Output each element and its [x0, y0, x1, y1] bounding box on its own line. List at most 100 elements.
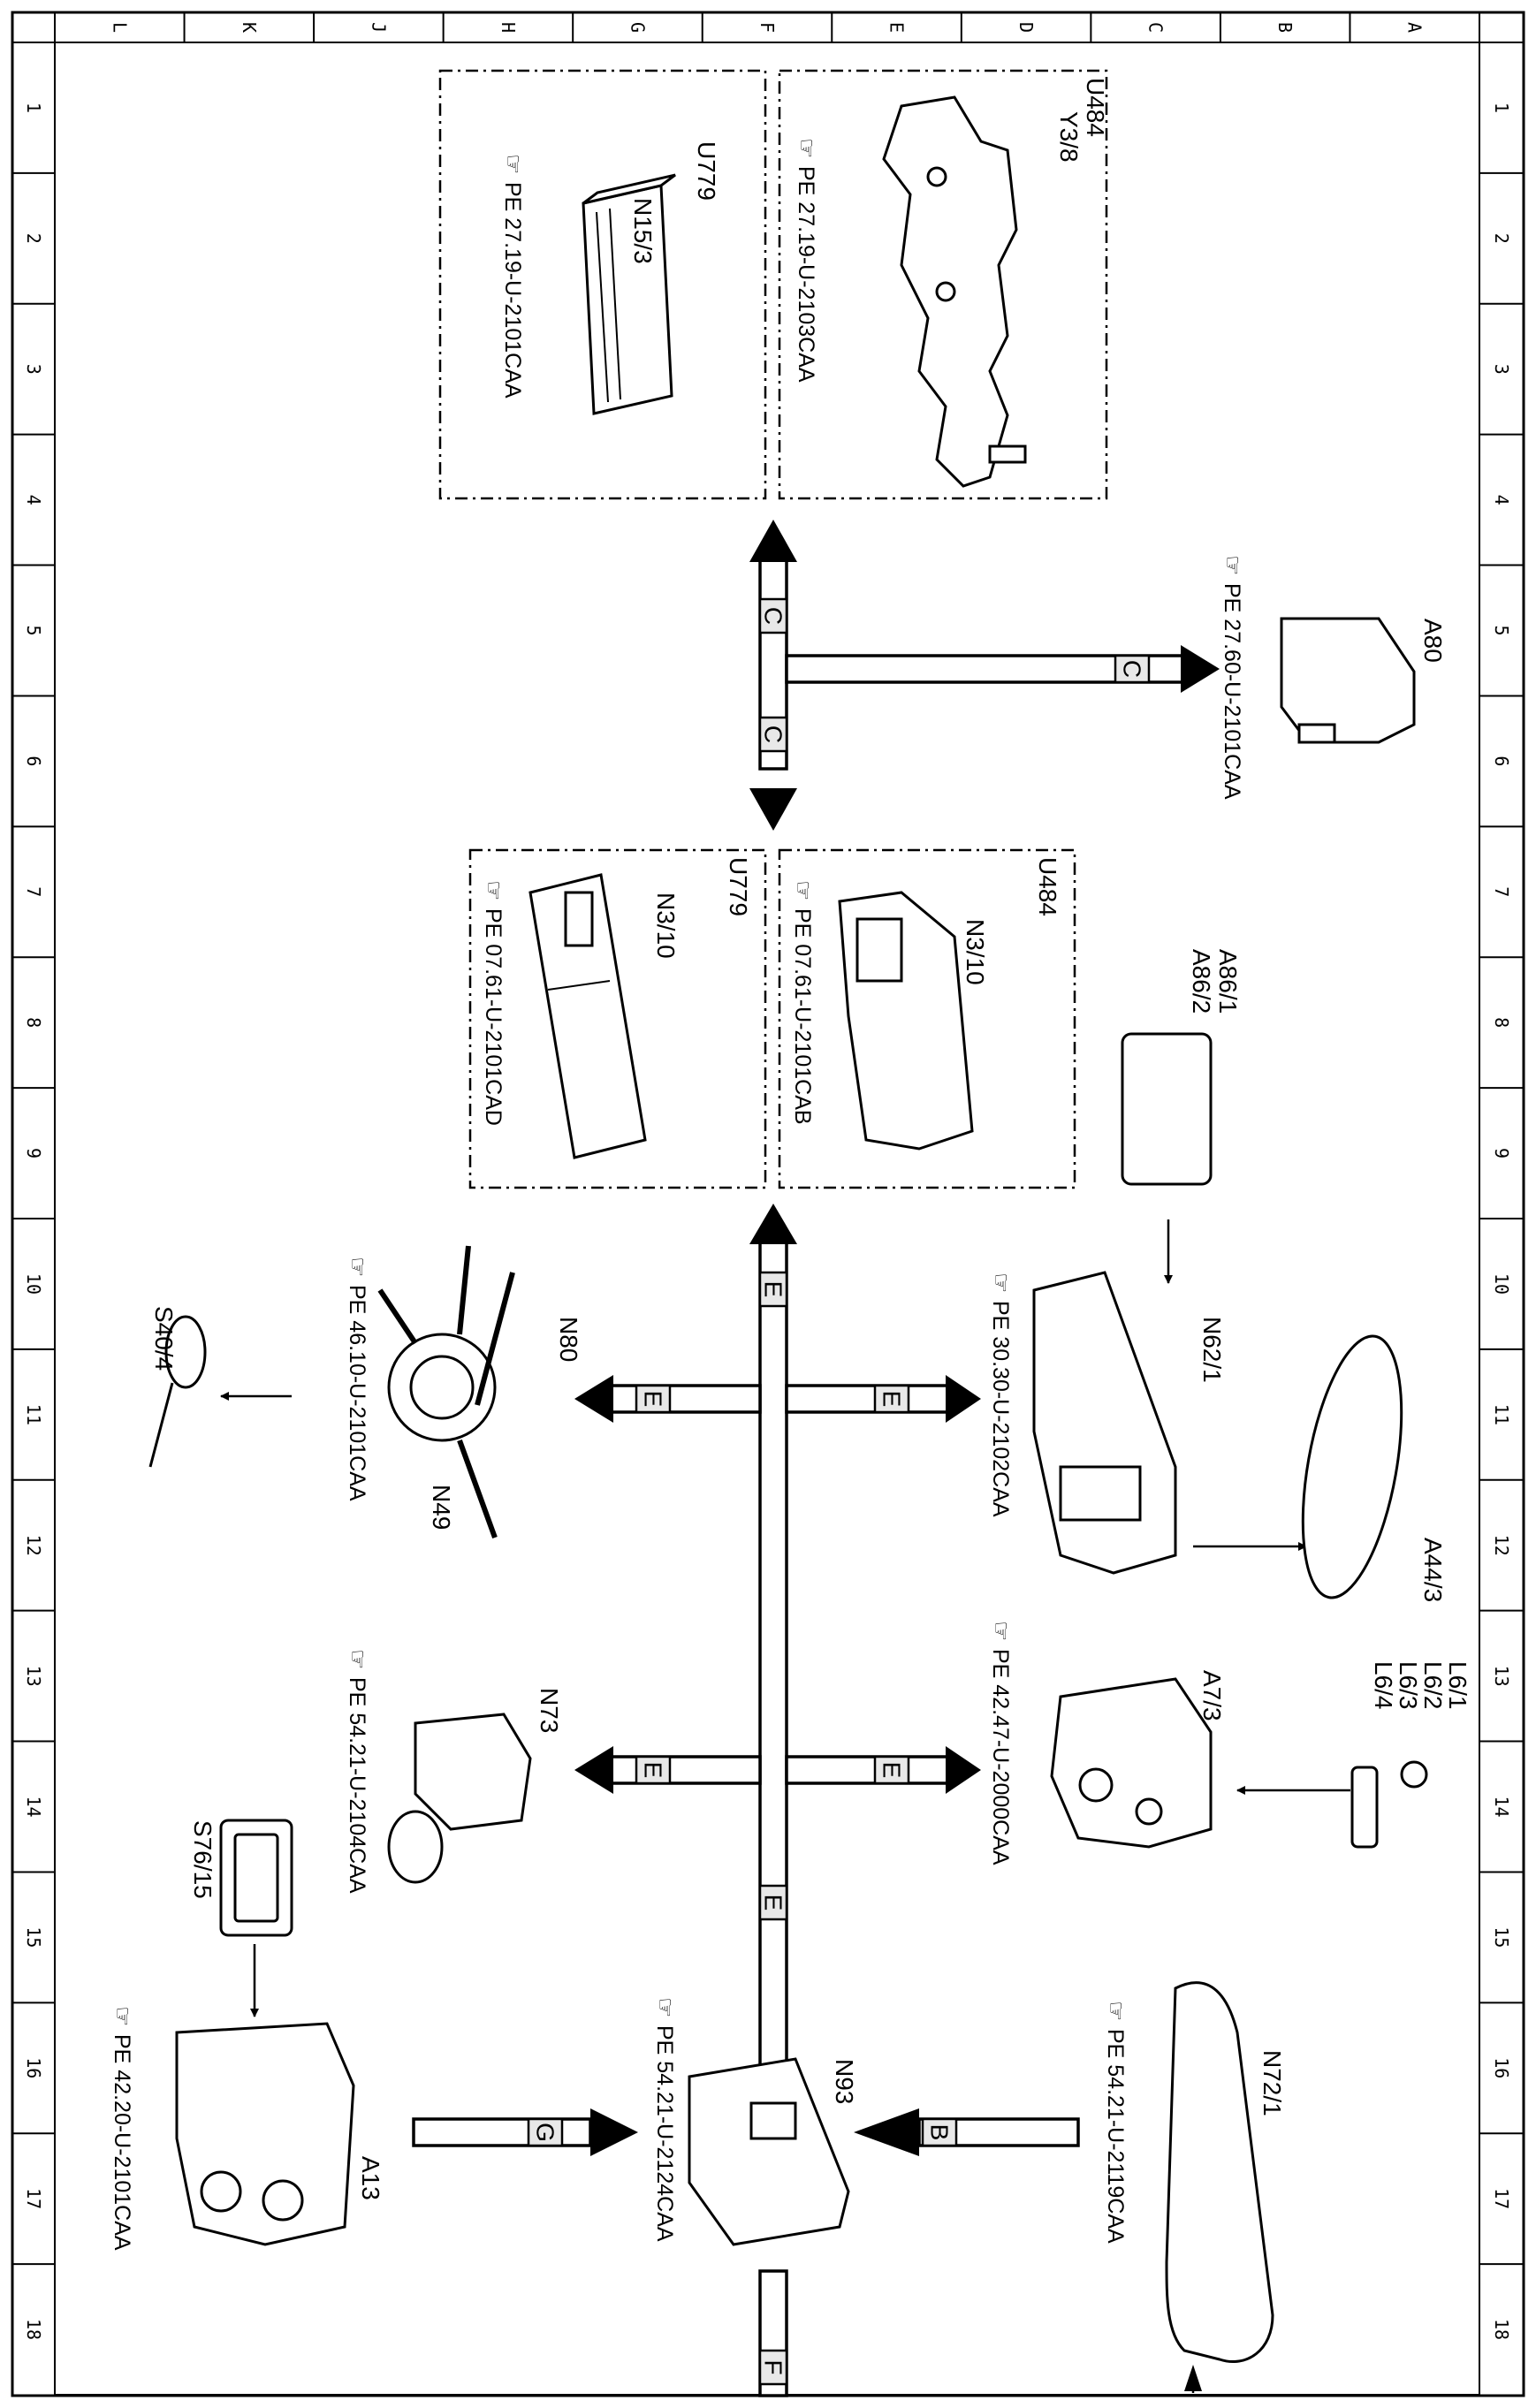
pointer-icon: ☞ — [652, 1997, 679, 2017]
grid-row-label: 6 — [23, 756, 44, 766]
a80-actuator-icon — [1280, 617, 1416, 744]
grid-row-label: 7 — [1491, 886, 1512, 897]
group-frame-u484-top — [778, 69, 1108, 500]
grid-row-label: 8 — [23, 1017, 44, 1028]
grid-row-label: 12 — [23, 1535, 44, 1556]
arrow-e-right-1 — [946, 1375, 981, 1423]
grid-column-label: L — [109, 22, 130, 33]
grid-row-label: 14 — [1491, 1796, 1512, 1817]
svg-text:☞: ☞ — [794, 138, 820, 158]
tag-f: F — [758, 2349, 788, 2386]
grid-row-label: 1 — [23, 103, 44, 113]
grid-row-label: 18 — [1491, 2319, 1512, 2340]
pointer-icon: ☞ — [794, 138, 820, 158]
tag-e-vertical-top: E — [758, 1271, 788, 1308]
svg-text:F: F — [760, 2359, 787, 2374]
arrow-c-down — [749, 788, 797, 831]
grid-row-label: 11 — [23, 1404, 44, 1425]
label-a86-1: A86/1 — [1214, 949, 1242, 1014]
group-label-u779-top: U779 — [693, 141, 720, 201]
ref-a7-3: PE 42.47-U-2000CAA — [988, 1649, 1013, 1865]
a7-3-unit-icon — [1050, 1677, 1213, 1849]
label-s40-4: S40/4 — [150, 1306, 178, 1371]
grid-row-label: 14 — [23, 1796, 44, 1817]
grid-column-label: A — [1404, 22, 1426, 33]
grid-column-label: B — [1274, 22, 1296, 33]
a13-lock-icon — [175, 2022, 355, 2246]
svg-text:C: C — [1119, 660, 1146, 678]
tag-e-left-2: E — [635, 1755, 672, 1785]
group-label-u779-mid: U779 — [725, 857, 752, 916]
svg-text:☞: ☞ — [790, 880, 817, 900]
pointer-icon: ☞ — [345, 1257, 371, 1277]
n3-10-u779-icon — [528, 873, 647, 1159]
n15-3-module-icon — [582, 173, 676, 415]
ref-n93: PE 54.21-U-2124CAA — [652, 2025, 677, 2242]
label-n3-10-u779: N3/10 — [652, 893, 680, 959]
grid-row-label: 12 — [1491, 1535, 1512, 1556]
grid-column-label: G — [627, 22, 648, 33]
grid-row-label: 13 — [1491, 1666, 1512, 1687]
arrow-g — [590, 2108, 638, 2156]
arrow-c-up — [749, 520, 797, 562]
grid-row-label: 11 — [1491, 1404, 1512, 1425]
grid-row-label: 2 — [23, 233, 44, 244]
component-shapes — [148, 95, 1428, 2364]
tag-e-right-2: E — [873, 1755, 910, 1785]
label-a80: A80 — [1419, 619, 1447, 663]
svg-text:C: C — [760, 725, 787, 743]
grid-row-label: 10 — [1491, 1273, 1512, 1295]
label-s76-15: S76/15 — [189, 1820, 217, 1899]
tag-c-bottom: C — [758, 716, 788, 753]
bus-tags: C C C E E E E E — [527, 597, 1151, 2386]
ref-n3-10-u779: PE 07.61-U-2101CAD — [481, 908, 506, 1126]
svg-text:☞: ☞ — [481, 880, 507, 900]
grid-row-label: 18 — [23, 2319, 44, 2340]
pointer-icon: ☞ — [988, 1272, 1015, 1293]
grid-row-label: 3 — [23, 364, 44, 375]
pointer-icon: ☞ — [790, 880, 817, 900]
label-n3-10-u484: N3/10 — [962, 919, 989, 985]
grid-row-label: 4 — [1491, 495, 1512, 505]
pointer-icon: ☞ — [110, 2006, 136, 2026]
svg-text:E: E — [760, 1895, 787, 1911]
label-l6-1: L6/1 — [1444, 1661, 1471, 1710]
arrow-e-left-2 — [574, 1746, 613, 1794]
pointer-icon: ☞ — [345, 1649, 371, 1669]
arrow-b — [854, 2108, 919, 2156]
tag-c-right: C — [1114, 654, 1151, 684]
grid-row-label: 1 — [1491, 103, 1512, 113]
ref-n73: PE 54.21-U-2104CAA — [345, 1677, 369, 1894]
grid-row-label: 4 — [23, 495, 44, 505]
svg-text:C: C — [760, 607, 787, 625]
group-frame-u484-mid — [778, 848, 1076, 1189]
svg-text:☞: ☞ — [500, 154, 527, 174]
group-label-u484-top: U484 — [1082, 78, 1109, 137]
label-l6-4: L6/4 — [1370, 1661, 1397, 1710]
grid-row-label: 9 — [23, 1148, 44, 1158]
grid-row-label: 5 — [1491, 625, 1512, 635]
ref-y3-8: PE 27.19-U-2103CAA — [794, 166, 818, 383]
grid-column-label: C — [1145, 22, 1167, 33]
group-frames — [438, 69, 1108, 1189]
n3-10-u484-icon — [838, 891, 974, 1151]
grid-column-label: E — [886, 22, 908, 33]
grid-row-label: 13 — [23, 1666, 44, 1687]
svg-text:E: E — [640, 1391, 667, 1408]
label-a7-3: A7/3 — [1198, 1670, 1226, 1721]
grid-row-label: 15 — [1491, 1926, 1512, 1948]
label-l6-2: L6/2 — [1419, 1661, 1447, 1710]
label-n49: N49 — [428, 1485, 455, 1530]
grid-row-label: 15 — [23, 1926, 44, 1948]
svg-text:☞: ☞ — [652, 1997, 679, 2017]
group-label-u484-mid: U484 — [1034, 857, 1061, 916]
grid-row-label: 3 — [1491, 364, 1512, 375]
n62-1-module-icon — [1032, 1271, 1177, 1575]
arrow-e-up — [749, 1204, 797, 1244]
label-y3-8: Y3/8 — [1055, 111, 1083, 163]
ref-n3-10-u484: PE 07.61-U-2101CAB — [790, 908, 815, 1125]
svg-text:B: B — [926, 2124, 954, 2141]
ref-n15-3: PE 27.19-U-2101CAA — [500, 182, 525, 399]
grid-row-label: 17 — [1491, 2188, 1512, 2209]
svg-text:E: E — [640, 1762, 667, 1779]
